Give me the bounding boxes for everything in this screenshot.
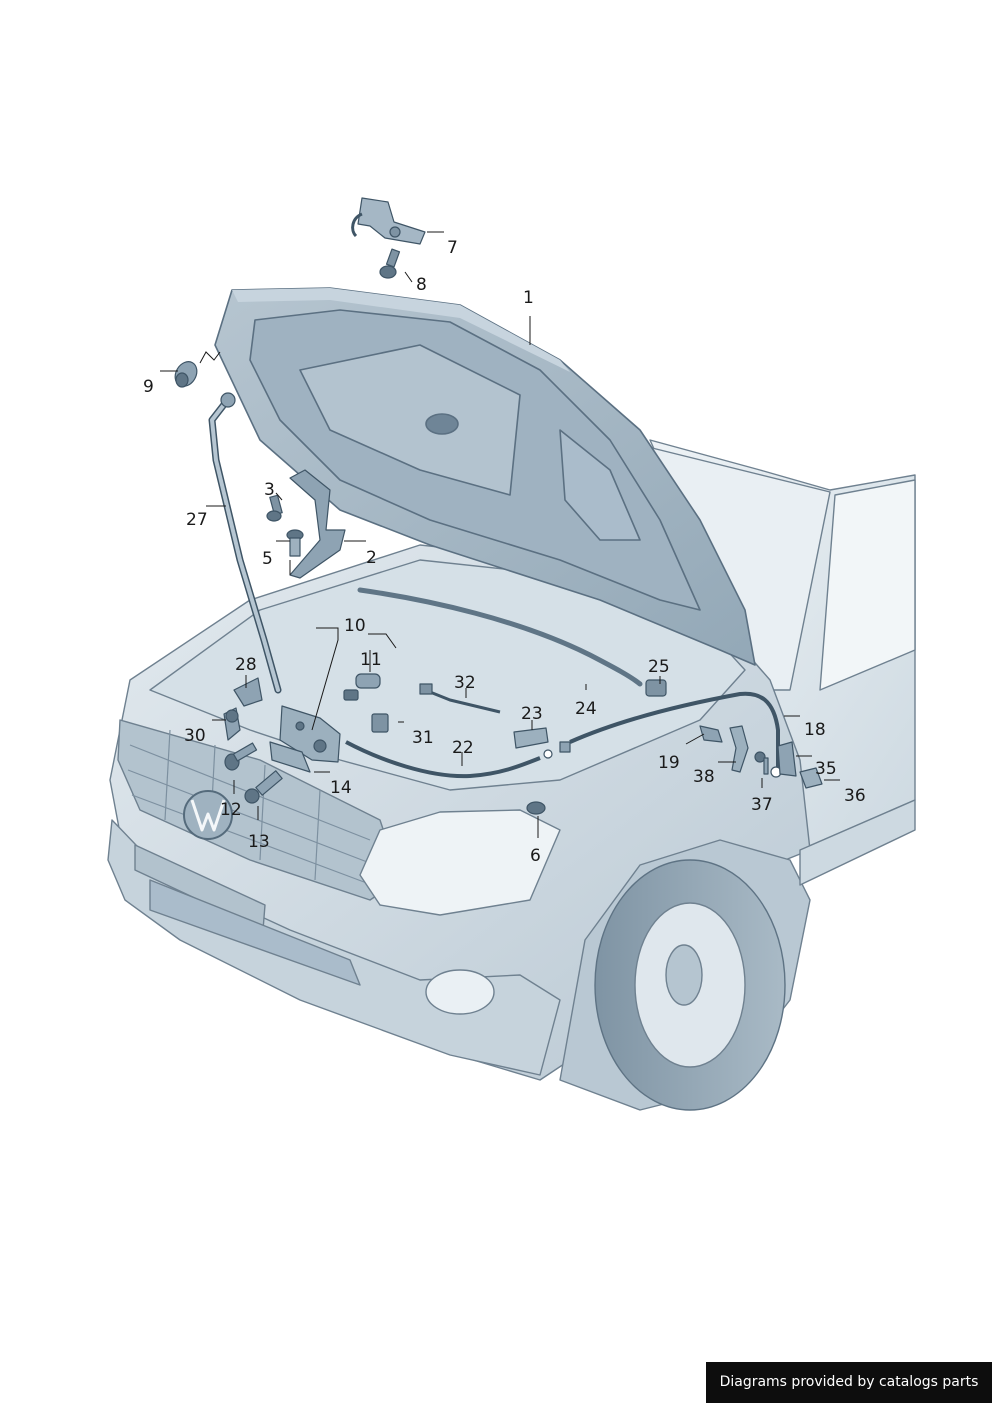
callout-22: 22 <box>452 738 474 758</box>
callout-19: 19 <box>658 753 680 773</box>
part-bolt-13 <box>244 770 283 804</box>
callout-25: 25 <box>648 657 670 677</box>
part-wiring-32 <box>419 683 501 714</box>
wheel-hub <box>665 944 703 1006</box>
part-bolt-3 <box>266 494 283 522</box>
part-cable-22-upper <box>569 691 780 770</box>
part-seal-24 <box>357 587 643 687</box>
part-bump-stop-9 <box>174 361 198 388</box>
part-bracket-2 <box>289 469 346 579</box>
part-clip-31 <box>371 713 389 733</box>
vw-emblem <box>183 790 233 840</box>
side-sill <box>799 799 916 886</box>
callout-9: 9 <box>143 377 154 397</box>
part-hinge-7 <box>351 197 426 245</box>
door-window <box>819 479 916 691</box>
callout-6: 6 <box>530 846 541 866</box>
leader-lines <box>160 231 840 838</box>
callout-28: 28 <box>235 655 257 675</box>
callout-11: 11 <box>360 650 382 670</box>
part-lock-10 <box>279 705 341 763</box>
part-bracket-35 <box>777 741 797 777</box>
callout-8: 8 <box>416 275 427 295</box>
callout-23: 23 <box>521 704 543 724</box>
callout-7: 7 <box>447 238 458 258</box>
hood-reinforcement-a <box>299 344 521 496</box>
callout-27: 27 <box>186 510 208 530</box>
part-handle-36 <box>799 767 823 789</box>
part-clip-25 <box>645 679 667 697</box>
part-bracket-28 <box>233 677 263 707</box>
callout-18: 18 <box>804 720 826 740</box>
part-clip-19 <box>699 725 723 743</box>
hood-panel <box>214 287 756 666</box>
callout-37: 37 <box>751 795 773 815</box>
attribution-banner: Diagrams provided by catalogs parts <box>706 1362 992 1403</box>
callout-3: 3 <box>264 480 275 500</box>
part-bolt-37 <box>754 751 769 775</box>
callout-10: 10 <box>344 616 366 636</box>
callout-36: 36 <box>844 786 866 806</box>
callout-24: 24 <box>575 699 597 719</box>
hood-front-edge <box>232 288 570 372</box>
callout-12: 12 <box>220 800 242 820</box>
headlight <box>359 809 561 916</box>
part-bolt-12 <box>224 742 258 771</box>
hood-reinforcement-b <box>559 429 641 541</box>
callout-30: 30 <box>184 726 206 746</box>
callout-35: 35 <box>815 759 837 779</box>
callout-31: 31 <box>412 728 434 748</box>
fog-light <box>425 969 495 1015</box>
callout-32: 32 <box>454 673 476 693</box>
callout-13: 13 <box>248 832 270 852</box>
part-bolt-8 <box>379 248 401 279</box>
callout-5: 5 <box>262 549 273 569</box>
part-gas-strut-27 <box>208 392 282 694</box>
part-bolt-5 <box>286 529 304 557</box>
part-handle-23 <box>513 727 549 749</box>
part-grommet-6 <box>526 801 546 815</box>
part-cable-22 <box>345 740 541 779</box>
callout-38: 38 <box>693 767 715 787</box>
part-switch-11 <box>343 673 381 701</box>
parts <box>174 197 823 815</box>
grille <box>117 719 401 901</box>
callout-2: 2 <box>366 548 377 568</box>
callout-14: 14 <box>330 778 352 798</box>
callout-1: 1 <box>523 288 534 308</box>
part-lever-38 <box>729 725 749 773</box>
hood-center-hole <box>425 413 459 435</box>
lower-intake <box>149 879 361 986</box>
part-guide-30 <box>223 707 241 741</box>
part-bracket-14 <box>269 741 311 773</box>
